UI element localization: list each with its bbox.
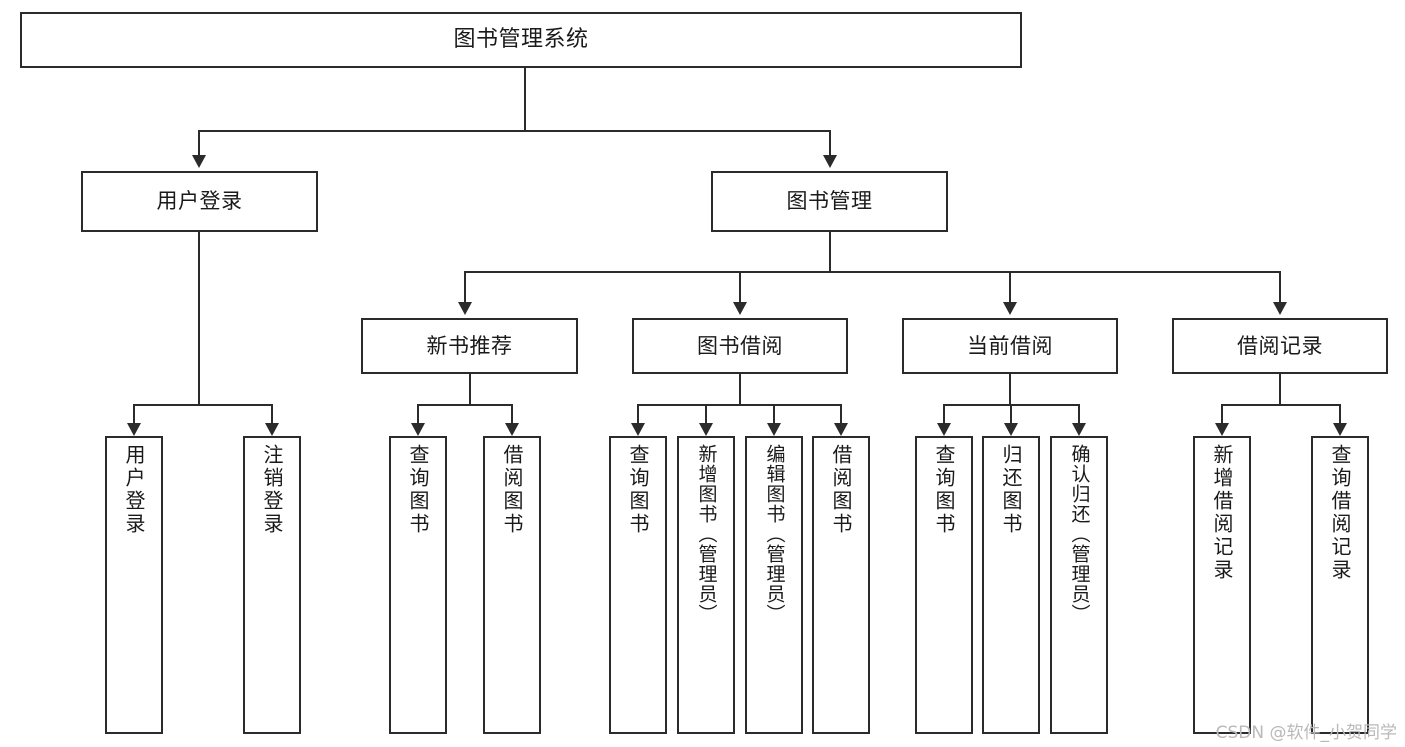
arrowhead-book-borrow bbox=[733, 302, 747, 315]
connector-user-login-drop-1 bbox=[133, 404, 135, 426]
connector-user-login-stem bbox=[198, 232, 200, 404]
node-current-borrow-label: 当前借阅 bbox=[967, 333, 1053, 358]
connector-borrow-record-drop-2 bbox=[1339, 404, 1341, 426]
connector-borrow-record-drop-1 bbox=[1221, 404, 1223, 426]
arrowhead-leaf-user-login bbox=[127, 423, 141, 436]
node-leaf-confirm-return[interactable]: 确认归还（管理员） bbox=[1050, 436, 1108, 734]
arrowhead-leaf-add-record bbox=[1215, 423, 1229, 436]
arrowhead-book-manage bbox=[823, 155, 837, 168]
connector-current-borrow-drop-2 bbox=[1010, 404, 1012, 426]
arrowhead-current-borrow bbox=[1003, 302, 1017, 315]
arrowhead-leaf-query-book-1 bbox=[411, 423, 425, 436]
arrowhead-leaf-logout bbox=[265, 423, 279, 436]
node-root[interactable]: 图书管理系统 bbox=[20, 12, 1022, 68]
connector-book-borrow-drop-4 bbox=[840, 404, 842, 426]
connector-to-book-borrow bbox=[739, 271, 741, 305]
connector-current-borrow-drop-3 bbox=[1078, 404, 1080, 426]
connector-new-book-rec-drop-1 bbox=[417, 404, 419, 426]
connector-new-book-rec-bus bbox=[417, 404, 512, 406]
node-book-manage[interactable]: 图书管理 bbox=[711, 171, 948, 232]
arrowhead-leaf-add-book bbox=[699, 423, 713, 436]
node-leaf-query-book-1[interactable]: 查询图书 bbox=[389, 436, 447, 734]
connector-book-borrow-stem bbox=[739, 374, 741, 404]
arrowhead-leaf-borrow-book-1 bbox=[505, 423, 519, 436]
node-leaf-query-book-1-label: 查询图书 bbox=[406, 444, 430, 536]
node-root-label: 图书管理系统 bbox=[453, 27, 589, 53]
connector-book-borrow-drop-3 bbox=[773, 404, 775, 426]
node-leaf-user-login-label: 用户登录 bbox=[122, 444, 146, 536]
node-leaf-return-book[interactable]: 归还图书 bbox=[982, 436, 1040, 734]
node-leaf-confirm-return-label: 确认归还（管理员） bbox=[1068, 444, 1091, 624]
connector-user-login-drop-2 bbox=[271, 404, 273, 426]
arrowhead-leaf-borrow-book-2 bbox=[834, 423, 848, 436]
arrowhead-leaf-return-book bbox=[1004, 423, 1018, 436]
arrowhead-leaf-query-book-2 bbox=[631, 423, 645, 436]
node-leaf-return-book-label: 归还图书 bbox=[999, 444, 1023, 536]
node-borrow-record[interactable]: 借阅记录 bbox=[1172, 318, 1388, 374]
node-borrow-record-label: 借阅记录 bbox=[1237, 333, 1323, 358]
node-leaf-query-record-label: 查询借阅记录 bbox=[1328, 444, 1352, 582]
node-leaf-query-book-3[interactable]: 查询图书 bbox=[915, 436, 973, 734]
node-leaf-add-record-label: 新增借阅记录 bbox=[1210, 444, 1234, 582]
connector-book-manage-stem bbox=[829, 232, 831, 271]
node-leaf-borrow-book-1-label: 借阅图书 bbox=[500, 444, 524, 536]
arrowhead-borrow-record bbox=[1273, 302, 1287, 315]
connector-root-bus bbox=[198, 130, 830, 132]
node-leaf-logout-label: 注销登录 bbox=[260, 444, 284, 536]
connector-book-borrow-bus bbox=[637, 404, 841, 406]
node-leaf-edit-book-label: 编辑图书（管理员） bbox=[763, 444, 786, 624]
node-leaf-borrow-book-2-label: 借阅图书 bbox=[829, 444, 853, 536]
node-leaf-query-book-2[interactable]: 查询图书 bbox=[609, 436, 667, 734]
connector-new-book-rec-drop-2 bbox=[511, 404, 513, 426]
arrowhead-new-book-rec bbox=[458, 302, 472, 315]
node-user-login[interactable]: 用户登录 bbox=[81, 171, 318, 232]
connector-to-borrow-record bbox=[1279, 271, 1281, 305]
connector-user-login-bus bbox=[133, 404, 271, 406]
node-leaf-add-record[interactable]: 新增借阅记录 bbox=[1193, 436, 1251, 734]
node-leaf-user-login[interactable]: 用户登录 bbox=[105, 436, 163, 734]
arrowhead-leaf-query-book-3 bbox=[937, 423, 951, 436]
node-book-borrow-label: 图书借阅 bbox=[697, 333, 783, 358]
node-leaf-edit-book[interactable]: 编辑图书（管理员） bbox=[745, 436, 803, 734]
node-leaf-borrow-book-1[interactable]: 借阅图书 bbox=[483, 436, 541, 734]
node-leaf-logout[interactable]: 注销登录 bbox=[243, 436, 301, 734]
arrowhead-leaf-query-record bbox=[1333, 423, 1347, 436]
node-leaf-add-book-label: 新增图书（管理员） bbox=[695, 444, 718, 624]
connector-borrow-record-stem bbox=[1279, 374, 1281, 404]
node-user-login-label: 用户登录 bbox=[156, 189, 243, 214]
arrowhead-user-login bbox=[192, 155, 206, 168]
node-leaf-query-book-2-label: 查询图书 bbox=[626, 444, 650, 536]
node-new-book-rec[interactable]: 新书推荐 bbox=[361, 318, 578, 374]
connector-book-manage-bus bbox=[464, 271, 1280, 273]
connector-new-book-rec-stem bbox=[469, 374, 471, 404]
connector-book-borrow-drop-1 bbox=[637, 404, 639, 426]
node-new-book-rec-label: 新书推荐 bbox=[426, 333, 513, 358]
arrowhead-leaf-confirm-return bbox=[1072, 423, 1086, 436]
csdn-watermark: CSDN @软件_小贺同学 bbox=[1215, 723, 1397, 743]
connector-to-current-borrow bbox=[1009, 271, 1011, 305]
connector-book-borrow-drop-2 bbox=[705, 404, 707, 426]
node-leaf-add-book[interactable]: 新增图书（管理员） bbox=[677, 436, 735, 734]
node-leaf-borrow-book-2[interactable]: 借阅图书 bbox=[812, 436, 870, 734]
connector-root-to-user-login bbox=[198, 130, 200, 158]
node-leaf-query-book-3-label: 查询图书 bbox=[932, 444, 956, 536]
node-current-borrow[interactable]: 当前借阅 bbox=[902, 318, 1118, 374]
connector-current-borrow-drop-1 bbox=[943, 404, 945, 426]
node-book-manage-label: 图书管理 bbox=[786, 189, 873, 214]
connector-to-new-book-rec bbox=[464, 271, 466, 305]
connector-root-to-book-manage bbox=[829, 130, 831, 158]
connector-root-stem bbox=[524, 68, 526, 130]
connector-borrow-record-bus bbox=[1221, 404, 1339, 406]
connector-current-borrow-stem bbox=[1009, 374, 1011, 404]
node-leaf-query-record[interactable]: 查询借阅记录 bbox=[1311, 436, 1369, 734]
node-book-borrow[interactable]: 图书借阅 bbox=[632, 318, 848, 374]
arrowhead-leaf-edit-book bbox=[767, 423, 781, 436]
